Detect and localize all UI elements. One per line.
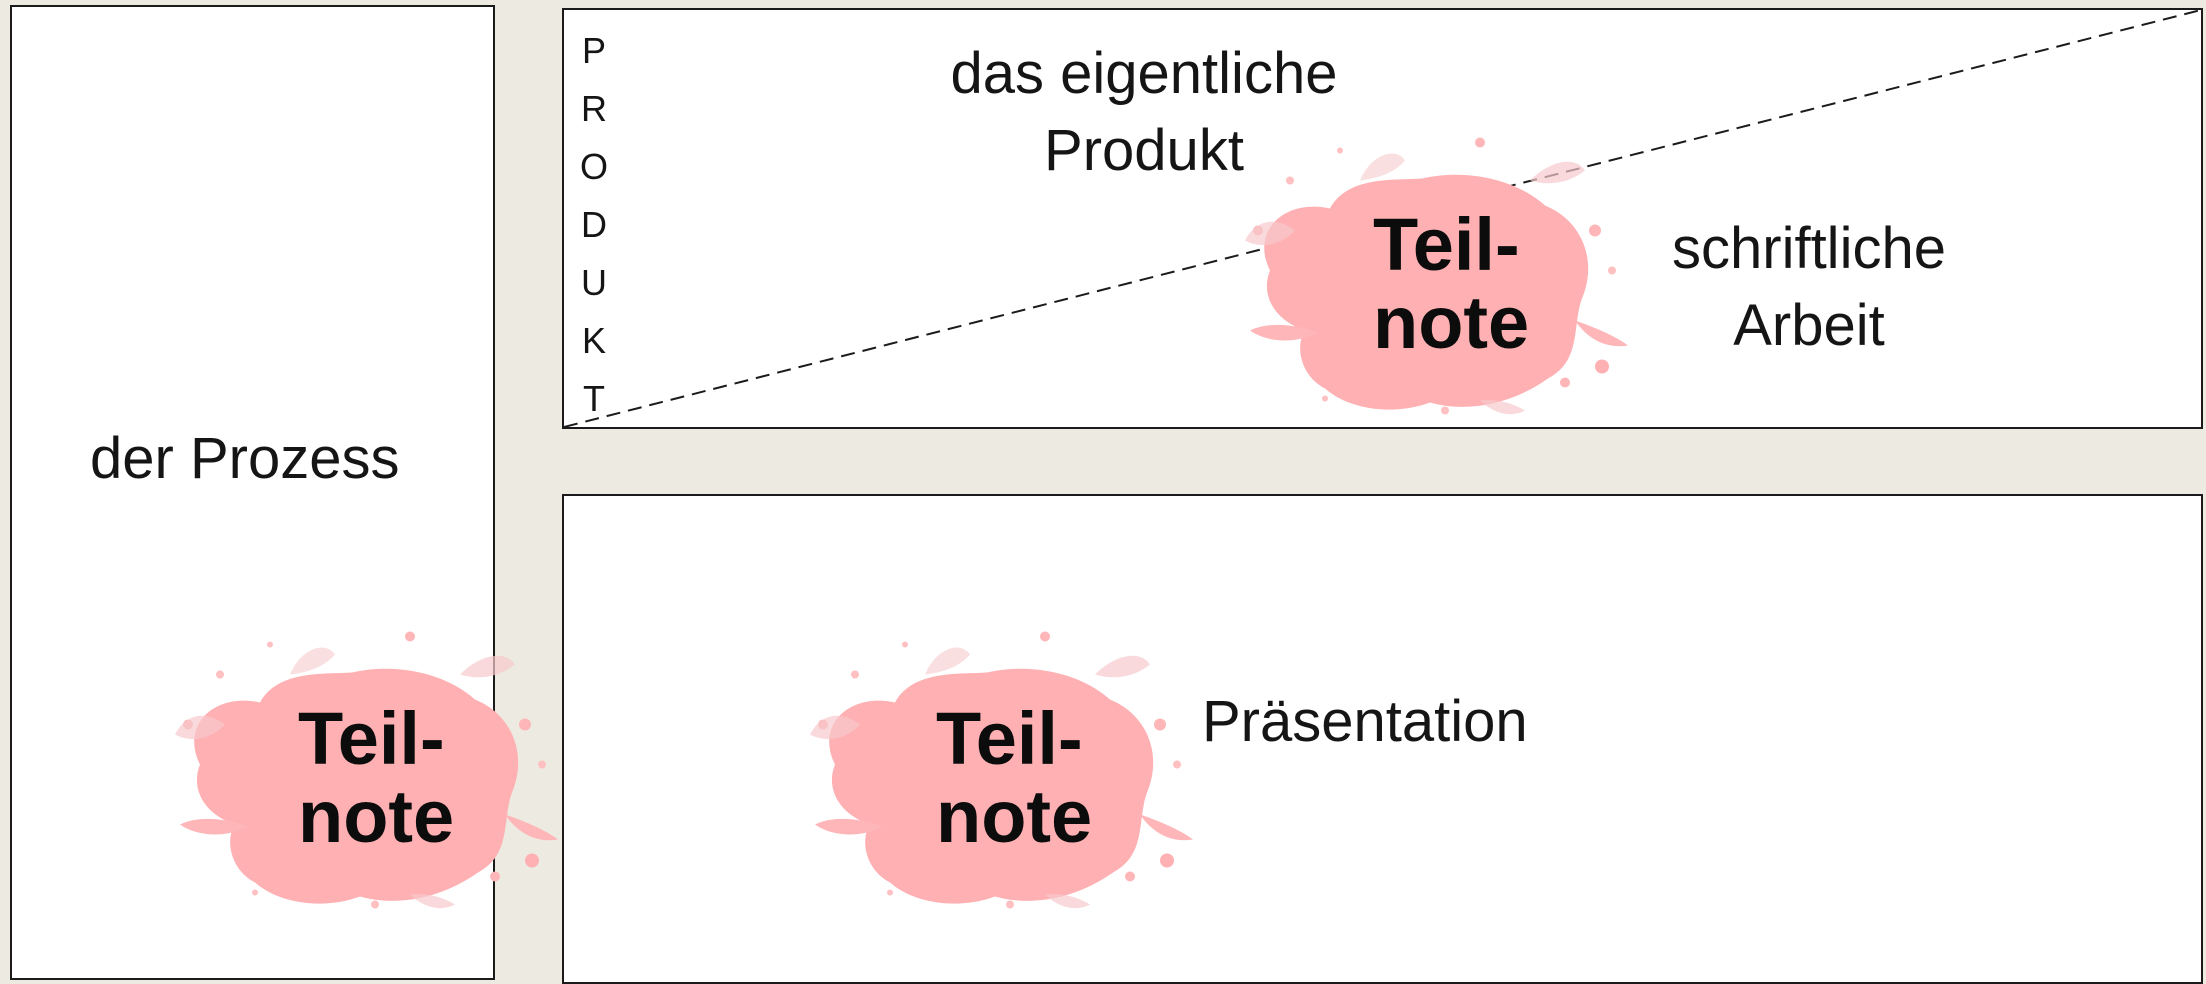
- product-right-line-2: Arbeit: [1733, 293, 1885, 359]
- grade-stamp-text: Teil- note: [1373, 206, 1529, 361]
- presentation-label: Präsentation: [1202, 689, 1528, 754]
- product-letter: K: [581, 320, 606, 361]
- product-letter: R: [581, 88, 607, 129]
- grade-stamp-line-2: note: [298, 774, 455, 858]
- product-letter: T: [583, 378, 605, 419]
- product-vertical-label: P R O D U K T: [579, 22, 609, 428]
- grade-stamp-presentation: Teil- note: [795, 612, 1195, 917]
- product-letter: U: [581, 262, 607, 303]
- product-letter: P: [581, 30, 606, 71]
- product-right-label: schriftliche Arbeit: [1644, 210, 1974, 364]
- grade-stamp-product: Teil- note: [1230, 118, 1630, 423]
- grade-stamp-text: Teil- note: [936, 700, 1092, 855]
- product-right-line-1: schriftliche: [1672, 216, 1946, 281]
- product-letter: D: [581, 204, 607, 245]
- product-top-line-1: das eigentliche: [950, 41, 1338, 106]
- grade-stamp-line-1: Teil-: [298, 697, 445, 780]
- product-letter: O: [579, 146, 608, 187]
- grade-stamp-line-2: note: [936, 774, 1093, 858]
- grade-stamp-text: Teil- note: [298, 700, 454, 855]
- grade-stamp-line-1: Teil-: [936, 697, 1083, 780]
- grade-stamp-process: Teil- note: [160, 612, 560, 917]
- product-top-label: das eigentliche Produkt: [944, 35, 1344, 189]
- grade-stamp-line-2: note: [1373, 280, 1530, 364]
- process-label: der Prozess: [90, 426, 400, 491]
- presentation-panel: Präsentation: [562, 494, 2203, 984]
- grade-stamp-line-1: Teil-: [1373, 203, 1520, 286]
- product-top-line-2: Produkt: [1044, 118, 1244, 184]
